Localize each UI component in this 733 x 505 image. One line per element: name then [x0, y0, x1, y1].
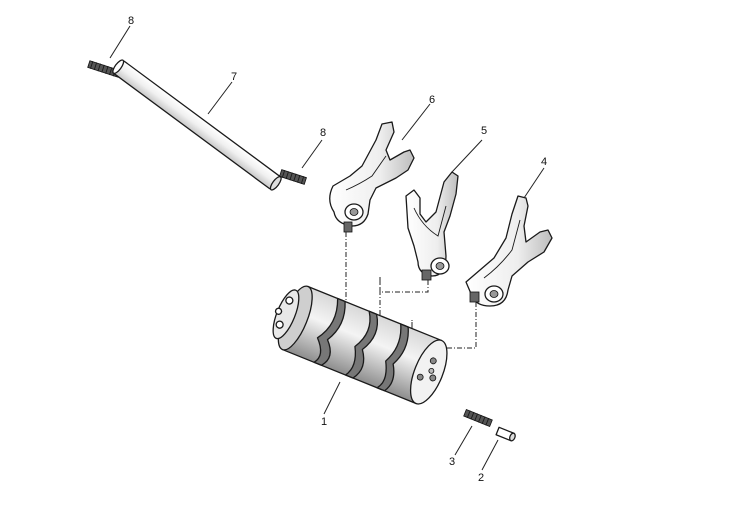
- callout-5: 5: [481, 125, 487, 137]
- callout-8-left: 8: [128, 15, 134, 27]
- pin-2: 2: [478, 426, 516, 484]
- callout-6: 6: [429, 94, 435, 106]
- callout-3: 3: [449, 456, 455, 468]
- spring-8-left: 8: [87, 15, 134, 78]
- shift-fork-5: 5: [405, 125, 487, 281]
- spring-3: 3: [449, 408, 493, 468]
- callout-2: 2: [478, 472, 484, 484]
- shift-fork-6: 6: [329, 94, 435, 233]
- callout-8-middle: 8: [320, 127, 326, 139]
- callout-4: 4: [541, 156, 547, 168]
- shift-drum-1: 1: [272, 285, 448, 428]
- shift-fork-4: 4: [465, 156, 553, 307]
- spring-8-middle: 8: [279, 127, 326, 185]
- callout-7: 7: [231, 71, 237, 83]
- shift-fork-shaft-7: 7: [112, 59, 282, 191]
- callout-1: 1: [321, 416, 327, 428]
